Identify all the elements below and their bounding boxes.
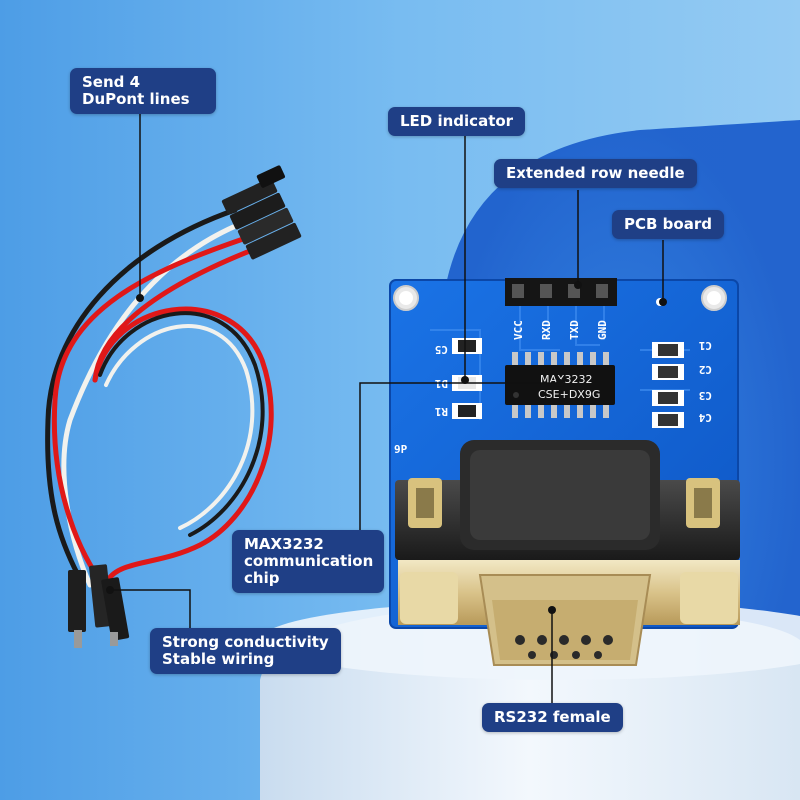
- label-c4: C4: [698, 411, 712, 424]
- pin-label-rxd: RXD: [540, 320, 553, 340]
- callout-conductivity-line1: Strong conductivity: [162, 633, 329, 651]
- callout-chip-line3: chip: [244, 569, 280, 587]
- label-c2: C2: [699, 363, 712, 376]
- callout-max3232-chip: MAX3232 communication chip: [232, 530, 384, 593]
- callout-needle-label: Extended row needle: [506, 164, 685, 182]
- callout-led-label: LED indicator: [400, 112, 514, 130]
- chip-marking-1: MAX3232: [540, 373, 593, 386]
- callout-chip-line1: MAX3232: [244, 535, 324, 553]
- callout-conductivity-line2: Stable wiring: [162, 650, 275, 668]
- label-c5: C5: [435, 343, 448, 356]
- callout-pcb-label: PCB board: [624, 215, 712, 233]
- callout-rs232-female: RS232 female: [482, 703, 623, 732]
- callout-extended-row-needle: Extended row needle: [494, 159, 697, 188]
- pin-label-txd: TXD: [568, 320, 581, 340]
- callout-dupont-line2: DuPont lines: [82, 90, 190, 108]
- callout-chip-line2: communication: [244, 552, 374, 570]
- callout-dupont-line1: Send 4: [82, 73, 141, 91]
- callout-led-indicator: LED indicator: [388, 107, 526, 136]
- callout-pcb-board: PCB board: [612, 210, 724, 239]
- label-r1: R1: [434, 405, 448, 418]
- callout-dupont-lines: Send 4 DuPont lines: [70, 68, 216, 114]
- label-9p: 9P: [394, 443, 408, 456]
- chip-marking-2: CSE+DX9G: [538, 388, 600, 401]
- label-c3: C3: [699, 389, 712, 402]
- callout-conductivity: Strong conductivity Stable wiring: [150, 628, 341, 674]
- pin-label-vcc: VCC: [512, 320, 525, 340]
- callout-rs232-label: RS232 female: [494, 708, 611, 726]
- pin-label-gnd: GND: [596, 320, 609, 340]
- label-c1: C1: [698, 339, 712, 352]
